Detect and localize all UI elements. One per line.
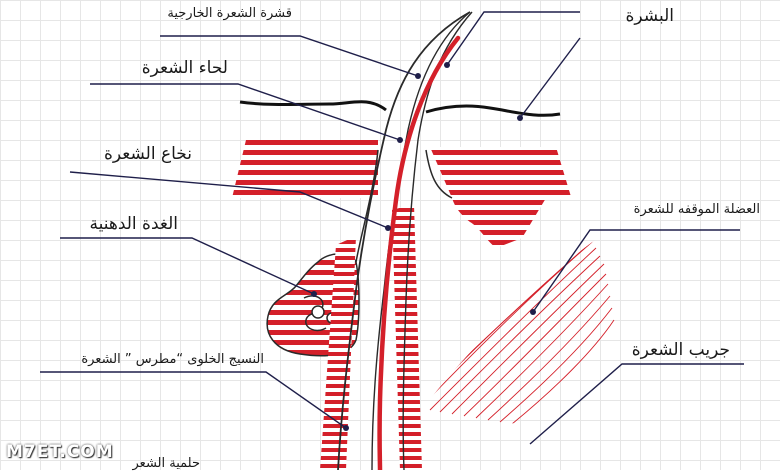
dermis-band (232, 140, 378, 198)
label-hair-bark: لحاء الشعرة (141, 58, 228, 78)
epidermis-line (239, 100, 387, 112)
follicle-left-sheath (320, 236, 356, 470)
label-outer-cuticle: قشرة الشعرة الخارجية (167, 6, 292, 21)
epidermis-line-right (425, 104, 561, 117)
label-hair-papilla: حلمية الشعر (132, 456, 201, 471)
dermis-band-right (430, 147, 572, 200)
follicle-wall-right (425, 149, 453, 199)
label-sebaceous-gland: الغدة الدهنية (89, 214, 178, 234)
label-cellular-tissue: النسيج الخلوى “مطرس ” الشعرة (81, 352, 264, 367)
label-hair-follicle: جريب الشعرة (631, 340, 730, 360)
shaft-outer-left (337, 11, 471, 470)
shaft-inner-left (371, 11, 471, 470)
dermis-lobe (452, 198, 546, 248)
follicle-wall-left (355, 149, 379, 263)
follicle-right-sheath (392, 204, 422, 470)
leader-lines (40, 11, 744, 445)
hair-medulla-core (377, 35, 461, 470)
watermark: M7ET.COM (6, 442, 114, 462)
leader-dots (311, 62, 536, 431)
label-arrector-muscle: العضلة الموقفه للشعرة (633, 202, 760, 217)
label-hair-medulla: نخاع الشعرة (104, 144, 192, 164)
label-epidermis: البشرة (625, 6, 675, 26)
